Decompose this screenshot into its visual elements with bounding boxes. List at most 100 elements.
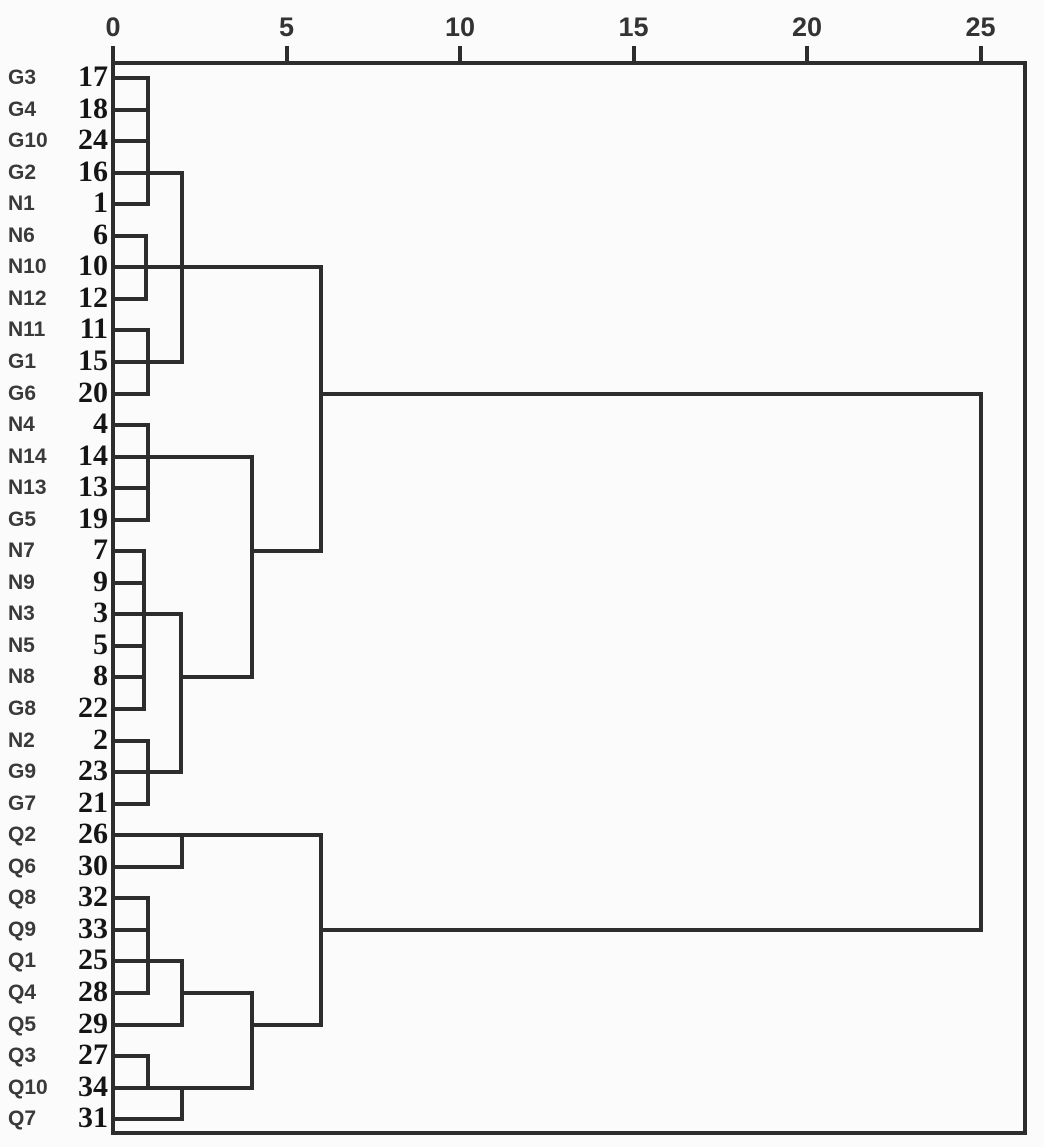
leaf-group-label: G9 bbox=[8, 760, 37, 784]
leaf-group-label: N1 bbox=[8, 192, 35, 216]
dendrogram-branch-h bbox=[111, 296, 148, 301]
dendrogram-branch-h bbox=[111, 139, 150, 144]
axis-tick-label: 25 bbox=[965, 12, 996, 42]
dendrogram-branch-v bbox=[145, 328, 150, 396]
dendrogram-branch-h bbox=[111, 833, 324, 838]
dendrogram-branch-h bbox=[111, 391, 150, 396]
leaf-group-label: N11 bbox=[8, 318, 46, 342]
dendrogram-branch-h bbox=[111, 896, 150, 901]
leaf-case-number: 24 bbox=[78, 123, 108, 157]
leaf-group-label: Q9 bbox=[8, 917, 37, 941]
leaf-group-label: G2 bbox=[8, 160, 37, 184]
leaf-group-label: G7 bbox=[8, 791, 37, 815]
dendrogram-branch-h bbox=[319, 391, 983, 396]
leaf-case-number: 23 bbox=[78, 754, 108, 788]
leaf-case-number: 13 bbox=[78, 470, 108, 504]
dendrogram-branch-h bbox=[111, 454, 254, 459]
leaf-group-label: Q5 bbox=[8, 1012, 37, 1036]
dendrogram-branch-v bbox=[180, 170, 185, 364]
dendrogram-branch-v bbox=[143, 233, 148, 301]
leaf-case-number: 10 bbox=[78, 249, 108, 283]
leaf-group-label: N14 bbox=[8, 444, 47, 468]
leaf-case-number: 31 bbox=[78, 1101, 108, 1135]
leaf-case-number: 22 bbox=[78, 691, 108, 724]
leaf-case-number: 3 bbox=[93, 596, 108, 630]
leaf-group-label: N9 bbox=[8, 570, 35, 594]
leaf-group-label: G8 bbox=[8, 697, 37, 720]
dendrogram-branch-h bbox=[249, 1022, 324, 1027]
dendrogram-branch-h bbox=[111, 107, 150, 112]
leaf-group-label: G5 bbox=[8, 507, 37, 531]
dendrogram-branch-v bbox=[180, 833, 185, 869]
dendrogram-branch-h bbox=[111, 1022, 185, 1027]
leaf-group-label: N12 bbox=[8, 286, 47, 310]
leaf-group-label: N4 bbox=[8, 413, 35, 437]
leaf-group-label: Q10 bbox=[8, 1075, 48, 1099]
dendrogram-branch-h bbox=[111, 1117, 185, 1122]
leaf-case-number: 8 bbox=[93, 659, 108, 693]
leaf-case-number: 20 bbox=[78, 375, 108, 409]
leaf-group-label: N5 bbox=[8, 633, 35, 657]
leaf-case-number: 16 bbox=[78, 154, 108, 188]
dendrogram-branch-h bbox=[249, 549, 324, 554]
leaf-case-number: 18 bbox=[78, 91, 108, 125]
dendrogram-branch-v bbox=[319, 265, 324, 554]
leaf-case-number: 32 bbox=[78, 880, 108, 914]
dendrogram-branch-v bbox=[145, 738, 150, 806]
axis-tick-label: 0 bbox=[105, 12, 121, 42]
dendrogram-branch-h bbox=[111, 423, 150, 428]
dendrogram-branch-v bbox=[249, 990, 254, 1090]
axis-tick bbox=[805, 46, 809, 63]
dendrogram-branch-v bbox=[145, 423, 150, 522]
leaf-case-number: 6 bbox=[93, 217, 108, 251]
leaf-case-number: 17 bbox=[78, 60, 108, 93]
leaf-group-label: N6 bbox=[8, 223, 35, 247]
axis-tick-label: 5 bbox=[278, 12, 295, 42]
dendrogram-branch-h bbox=[111, 1054, 150, 1059]
dendrogram-branch-h bbox=[111, 738, 150, 743]
dendrogram-branch-h bbox=[111, 265, 324, 270]
dendrogram-branch-v bbox=[145, 76, 150, 207]
leaf-group-label: G4 bbox=[8, 97, 37, 121]
leaf-case-number: 21 bbox=[78, 785, 108, 819]
leaf-case-number: 30 bbox=[78, 848, 108, 882]
dendrogram-branch-h bbox=[111, 549, 147, 554]
dendrogram-branch-h bbox=[319, 927, 983, 932]
leaf-group-label: N3 bbox=[8, 602, 35, 626]
axis-tick-label: 15 bbox=[618, 12, 649, 42]
dendrogram-branch-h bbox=[111, 486, 150, 491]
leaf-case-number: 25 bbox=[78, 943, 108, 977]
axis-tick bbox=[284, 46, 289, 63]
dendrogram-root-link bbox=[978, 391, 983, 932]
dendrogram-branch-v bbox=[142, 549, 147, 711]
leaf-group-label: G6 bbox=[8, 381, 37, 405]
dendrogram-branch-h bbox=[111, 675, 147, 680]
dendrogram-branch-v bbox=[178, 612, 183, 775]
leaf-case-number: 4 bbox=[93, 407, 108, 441]
leaf-group-label: G10 bbox=[8, 129, 48, 153]
leaf-case-number: 15 bbox=[78, 343, 108, 377]
dendrogram-branch-h bbox=[180, 990, 254, 995]
leaf-group-label: N8 bbox=[8, 665, 35, 689]
dendrogram-branch-h bbox=[111, 328, 150, 333]
dendrogram-branch-h bbox=[111, 580, 147, 585]
frame-line-bottom bbox=[111, 1131, 1027, 1135]
dendrogram-branch-h bbox=[111, 927, 150, 932]
leaf-case-number: 28 bbox=[78, 974, 108, 1008]
axis-tick bbox=[978, 46, 983, 63]
leaf-case-number: 34 bbox=[78, 1069, 108, 1103]
dendrogram-branch-h bbox=[111, 517, 150, 522]
dendrogram-branch-v bbox=[180, 959, 185, 1027]
leaf-group-label: Q4 bbox=[8, 980, 37, 1004]
dendrogram-branch-h bbox=[178, 675, 254, 680]
dendrogram-branch-v bbox=[145, 1054, 150, 1090]
frame-line-left bbox=[111, 61, 115, 1135]
leaf-group-label: N2 bbox=[8, 728, 35, 752]
dendrogram-branch-v bbox=[319, 833, 324, 1027]
dendrogram-branch-h bbox=[111, 76, 150, 80]
dendrogram-branch-h bbox=[111, 233, 148, 238]
dendrogram-branch-v bbox=[145, 896, 150, 995]
axis-tick bbox=[631, 46, 636, 63]
dendrogram-branch-h bbox=[111, 707, 147, 711]
